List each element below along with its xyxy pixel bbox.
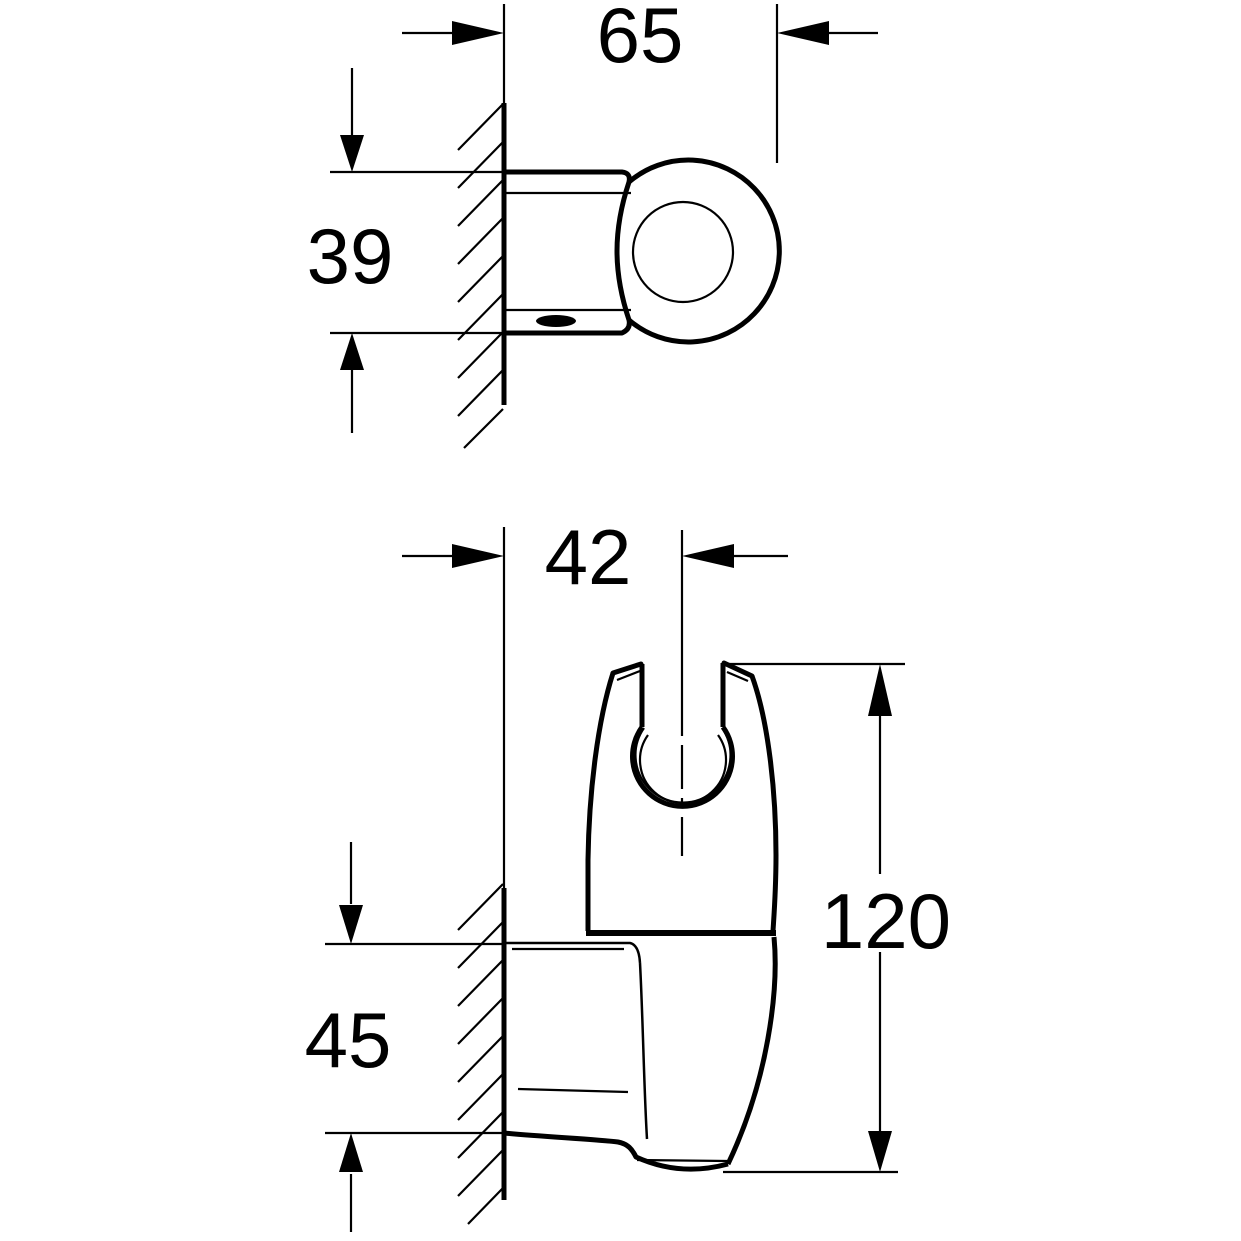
- dimension-120: 120: [723, 662, 951, 1174]
- arrowhead-down: [339, 905, 363, 944]
- right-prong-top: [721, 660, 755, 679]
- dimension-65: 65: [402, 0, 878, 163]
- dimension-value: 39: [307, 212, 394, 300]
- bottom-edge-and-cup: [503, 1130, 729, 1172]
- hook-inner-arc: [638, 734, 728, 804]
- arrowhead-up: [868, 664, 892, 716]
- lower-right-edge: [725, 936, 778, 1166]
- arrowhead-left: [682, 544, 734, 568]
- cone-top-edge: [504, 941, 642, 964]
- cone-front-edge: [638, 962, 649, 1140]
- dimension-39: 39: [307, 68, 504, 433]
- arrowhead-down: [340, 135, 364, 172]
- body-right-edge: [749, 675, 779, 932]
- arrowhead-down: [868, 1131, 892, 1172]
- left-prong-chamfer: [616, 669, 641, 682]
- arrowhead-right: [452, 544, 504, 568]
- arrowhead-up: [340, 333, 364, 370]
- bracket-outline: [504, 169, 632, 336]
- dimension-value: 65: [597, 0, 684, 79]
- bracket-slot: [536, 315, 576, 327]
- holder-side-profile: [504, 157, 782, 345]
- ring-inner-circle: [631, 200, 735, 304]
- lower-body: [503, 936, 778, 1172]
- cup-rim-line: [636, 1158, 728, 1163]
- upper-body: [585, 660, 779, 936]
- dimension-value: 45: [305, 996, 392, 1084]
- front-view: 42 120 45: [305, 513, 951, 1232]
- dimension-value: 42: [545, 513, 632, 601]
- holder-front-profile: [503, 530, 779, 1172]
- dimension-45: 45: [305, 842, 504, 1232]
- top-view: 65 39: [307, 0, 878, 449]
- body-left-edge: [585, 672, 616, 931]
- wall-hatching-front: [457, 883, 504, 1225]
- cone-contour-line: [517, 1087, 629, 1094]
- arrowhead-left: [777, 21, 829, 45]
- hook-outer-arc: [630, 725, 735, 809]
- wall-hatching-top: [457, 103, 504, 449]
- dimension-42: 42: [402, 513, 788, 601]
- arrowhead-up: [339, 1133, 363, 1172]
- arrowhead-right: [452, 21, 504, 45]
- dimension-value: 120: [821, 877, 951, 965]
- wall-section-front: [457, 527, 507, 1225]
- right-prong-chamfer: [726, 670, 749, 683]
- wall-section-top: [457, 4, 507, 449]
- ring-outer-circle: [627, 157, 782, 345]
- left-prong-top: [610, 661, 644, 676]
